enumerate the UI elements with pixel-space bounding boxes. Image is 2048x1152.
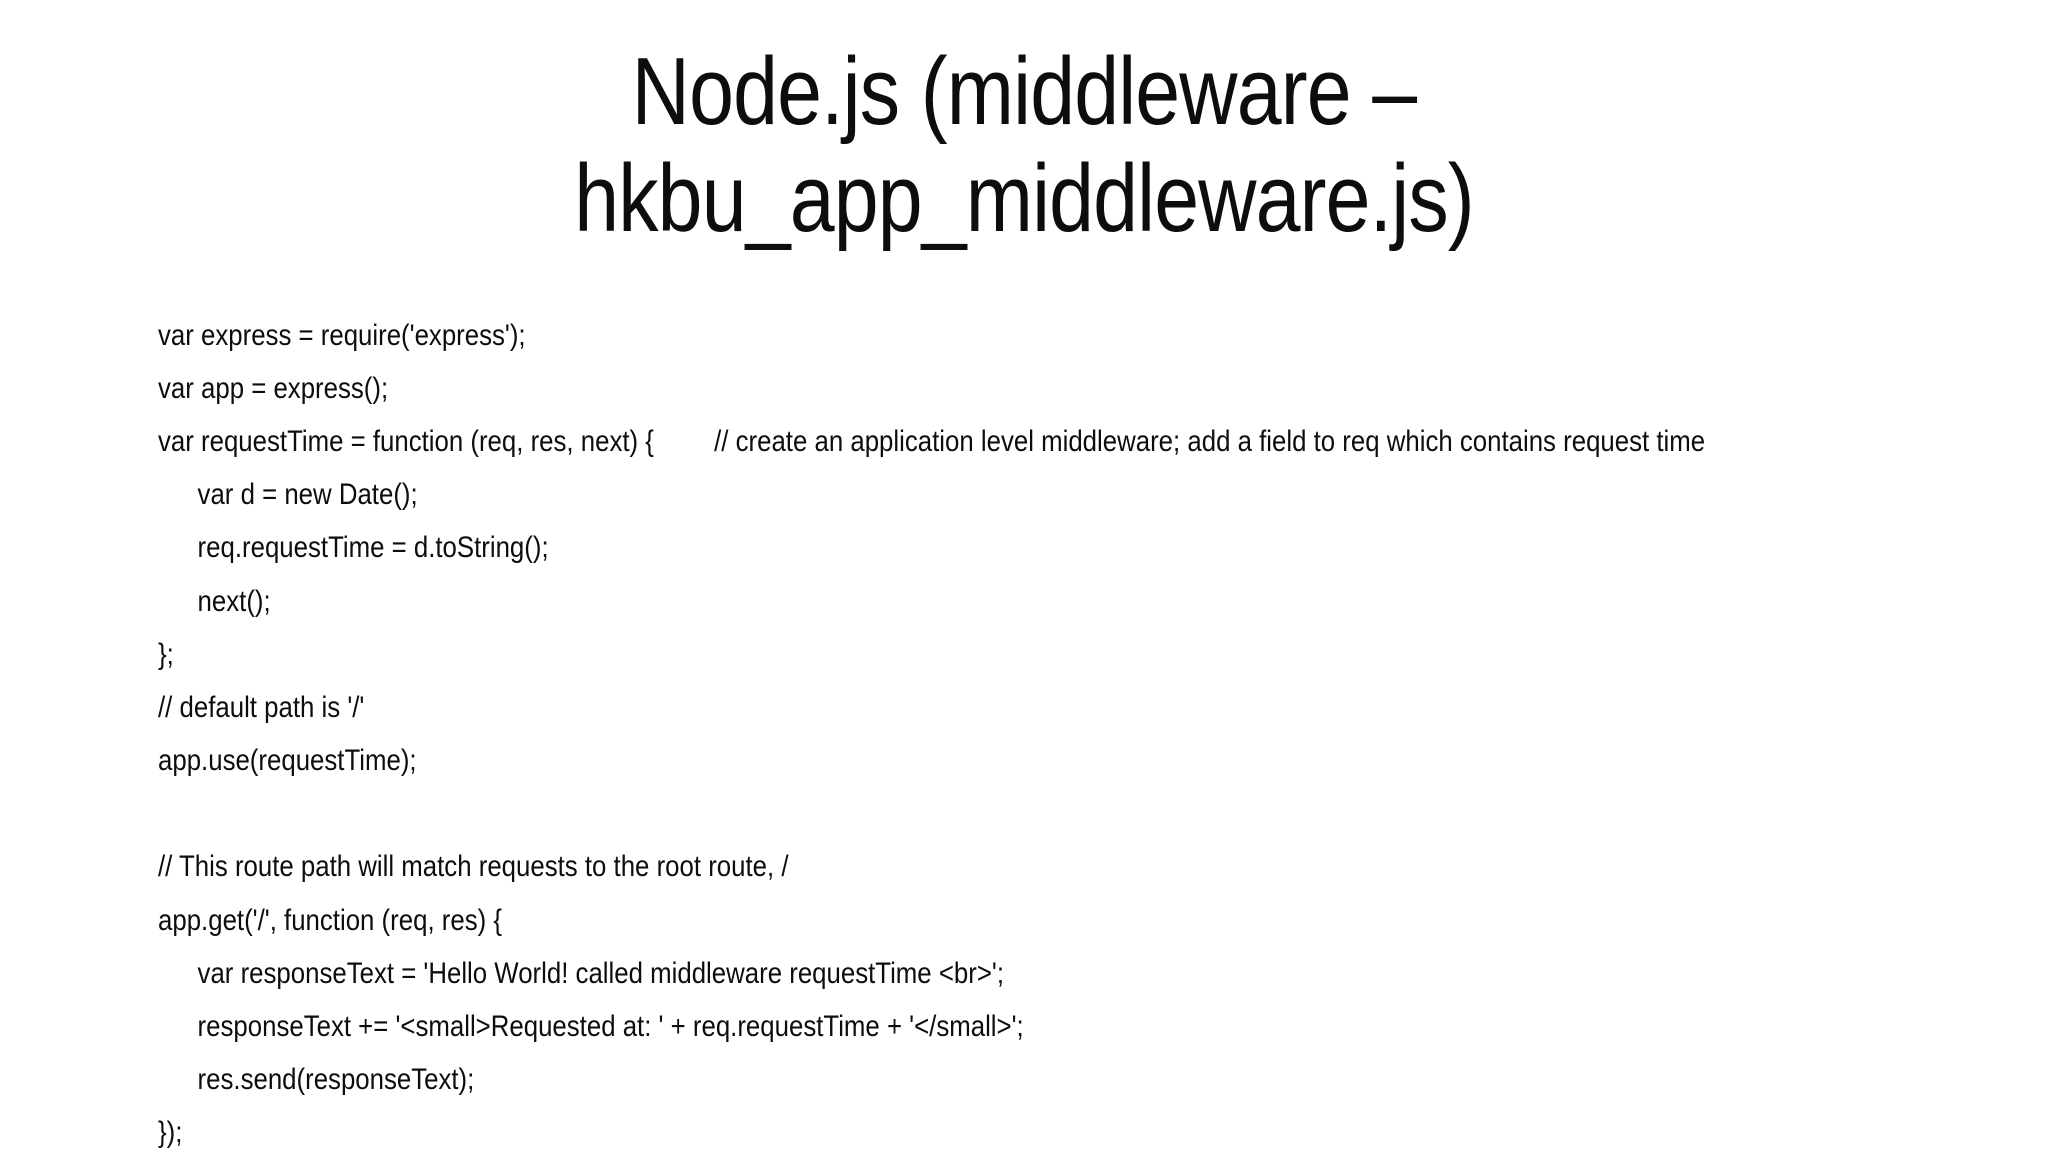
code-text: res.send(responseText); (197, 1063, 475, 1097)
code-text: }); (158, 1116, 183, 1150)
code-line: var requestTime = function (req, res, ne… (158, 415, 1766, 468)
code-text: var express = require('express'); (158, 318, 526, 352)
code-text: responseText += '<small>Requested at: ' … (197, 1010, 1024, 1044)
code-block: var express = require('express'); var ap… (158, 309, 2028, 1152)
code-text: var app = express(); (158, 371, 389, 405)
slide-title-line-2: hkbu_app_middleware.js) (574, 145, 1474, 252)
slide-title: Node.js (middleware – hkbu_app_middlewar… (164, 38, 1884, 252)
code-line: var express = require('express'); (158, 309, 1766, 362)
code-text: // default path is '/' (158, 690, 365, 724)
code-text: // This route path will match requests t… (158, 850, 789, 884)
code-line: var responseText = 'Hello World! called … (158, 947, 1766, 1000)
code-line: var app = express(); (158, 362, 1766, 415)
code-line: var d = new Date(); (158, 469, 1766, 522)
code-line: app.get('/', function (req, res) { (158, 894, 1766, 947)
code-line: next(); (158, 575, 1766, 628)
code-text: app.use(requestTime); (158, 744, 417, 778)
code-line: // This route path will match requests t… (158, 841, 1766, 894)
code-line: res.send(responseText); (158, 1054, 1766, 1107)
code-text: var requestTime = function (req, res, ne… (158, 424, 654, 458)
code-line: }); (158, 1107, 1766, 1152)
code-line (158, 788, 1766, 841)
code-comment: // create an application level middlewar… (714, 424, 1706, 458)
code-line: // default path is '/' (158, 681, 1766, 734)
code-text: var responseText = 'Hello World! called … (197, 956, 1004, 990)
code-line: }; (158, 628, 1766, 681)
code-text: req.requestTime = d.toString(); (197, 531, 549, 565)
code-text: var d = new Date(); (197, 478, 418, 512)
code-line: app.use(requestTime); (158, 735, 1766, 788)
code-text: app.get('/', function (req, res) { (158, 903, 502, 937)
code-text: next(); (197, 584, 271, 618)
code-line: responseText += '<small>Requested at: ' … (158, 1000, 1766, 1053)
code-line: req.requestTime = d.toString(); (158, 522, 1766, 575)
slide-title-line-1: Node.js (middleware – (631, 38, 1417, 145)
code-text: }; (158, 637, 174, 671)
